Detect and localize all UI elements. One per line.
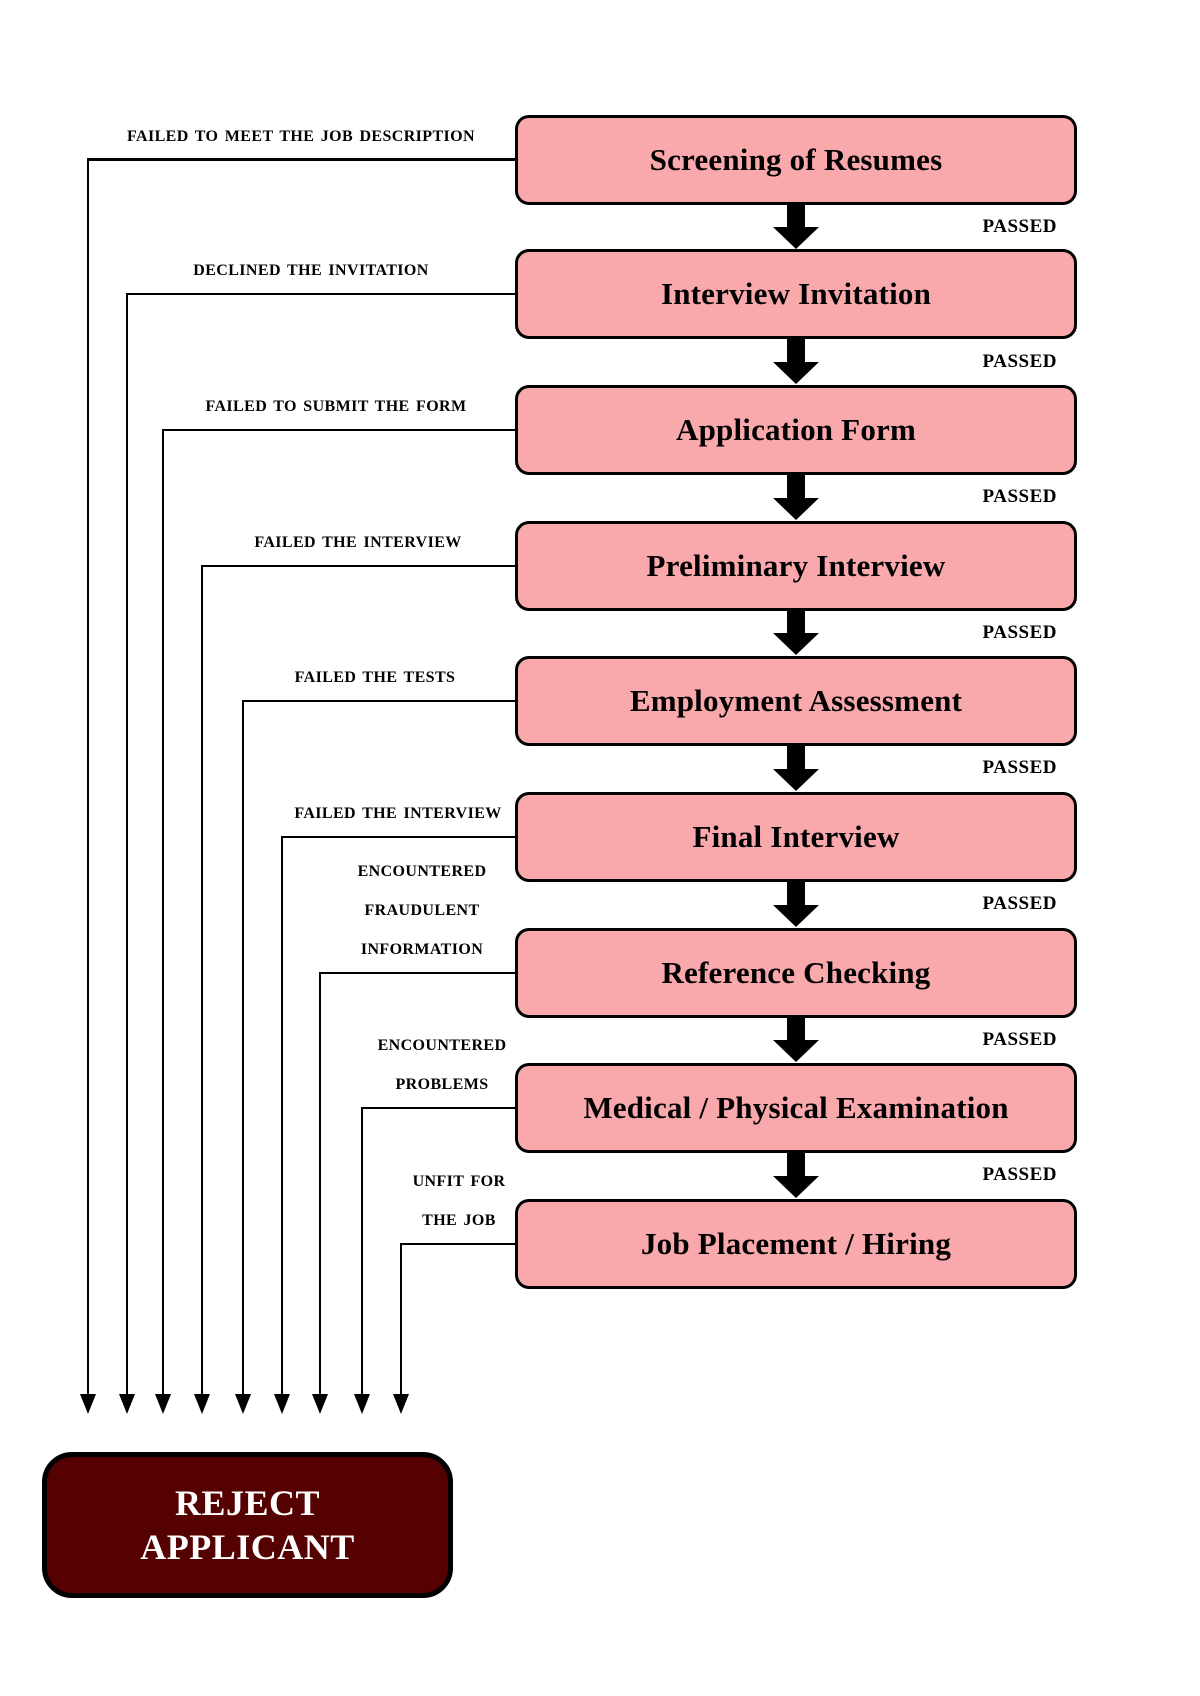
reject-arrowhead-icon — [274, 1394, 290, 1414]
reject-connector-vline — [400, 1243, 402, 1396]
fail-reason-line: ENCOUNTERED — [377, 1037, 507, 1054]
step-final-interview: Final Interview — [515, 792, 1077, 882]
fail-reason-label: FAILED THE TESTS — [185, 658, 565, 697]
reject-connector-vline — [242, 700, 244, 1396]
fail-reason-line: UNFIT FOR — [412, 1173, 506, 1190]
passed-down-arrow-icon — [773, 905, 819, 927]
fail-reason-label: DECLINED THE INVITATION — [121, 251, 501, 290]
fail-reason-line: ENCOUNTERED — [357, 863, 487, 880]
reject-arrowhead-icon — [235, 1394, 251, 1414]
passed-label: PASSED — [982, 1029, 1057, 1050]
fail-reason-line: THE JOB — [422, 1212, 496, 1229]
reject-connector-hline — [127, 293, 515, 295]
fail-reason-line: DECLINED THE INVITATION — [193, 262, 429, 279]
reject-arrowhead-icon — [155, 1394, 171, 1414]
reject-connector-hline — [401, 1243, 515, 1245]
reject-connector-hline — [202, 565, 515, 567]
passed-down-arrow-icon — [787, 746, 805, 770]
reject-line: REJECT — [174, 1483, 321, 1523]
passed-label: PASSED — [982, 351, 1057, 372]
reject-connector-vline — [162, 429, 164, 1396]
reject-arrowhead-icon — [194, 1394, 210, 1414]
step-preliminary-interview: Preliminary Interview — [515, 521, 1077, 611]
fail-reason-label: FAILED THE INTERVIEW — [208, 794, 588, 833]
fail-reason-label: FAILED TO MEET THE JOB DESCRIPTION — [111, 117, 491, 156]
reject-arrowhead-icon — [80, 1394, 96, 1414]
step-medical-examination: Medical / Physical Examination — [515, 1063, 1077, 1153]
reject-arrowhead-icon — [312, 1394, 328, 1414]
step-reference-checking: Reference Checking — [515, 928, 1077, 1018]
passed-down-arrow-icon — [787, 339, 805, 363]
step-job-placement-hiring: Job Placement / Hiring — [515, 1199, 1077, 1289]
reject-connector-hline — [282, 836, 515, 838]
passed-down-arrow-icon — [773, 227, 819, 249]
passed-down-arrow-icon — [787, 1018, 805, 1042]
reject-connector-vline — [201, 565, 203, 1396]
fail-reason-label: FAILED THE INTERVIEW — [168, 523, 548, 562]
reject-connector-hline — [320, 972, 515, 974]
reject-connector-vline — [126, 293, 128, 1396]
passed-down-arrow-icon — [787, 882, 805, 906]
passed-label: PASSED — [982, 1164, 1057, 1185]
fail-reason-label: ENCOUNTERED PROBLEMS — [252, 1026, 632, 1104]
fail-reason-line: FAILED THE INTERVIEW — [254, 534, 462, 551]
step-screening-of-resumes: Screening of Resumes — [515, 115, 1077, 205]
reject-arrowhead-icon — [119, 1394, 135, 1414]
reject-arrowhead-icon — [354, 1394, 370, 1414]
reject-connector-hline — [243, 700, 515, 702]
reject-connector-vline — [87, 158, 89, 1396]
passed-down-arrow-icon — [773, 769, 819, 791]
reject-arrowhead-icon — [393, 1394, 409, 1414]
reject-line: APPLICANT — [140, 1527, 355, 1567]
fail-reason-line: INFORMATION — [360, 941, 484, 958]
passed-label: PASSED — [982, 757, 1057, 778]
passed-label: PASSED — [982, 893, 1057, 914]
passed-down-arrow-icon — [773, 1040, 819, 1062]
fail-reason-line: FAILED THE TESTS — [294, 669, 456, 686]
fail-reason-line: FAILED TO MEET THE JOB DESCRIPTION — [127, 128, 475, 145]
passed-down-arrow-icon — [787, 205, 805, 229]
fail-reason-label: UNFIT FOR THE JOB — [269, 1162, 649, 1240]
reject-applicant-box: REJECT APPLICANT — [42, 1452, 453, 1598]
passed-label: PASSED — [982, 622, 1057, 643]
reject-connector-hline — [163, 429, 515, 431]
passed-down-arrow-icon — [773, 362, 819, 384]
passed-down-arrow-icon — [773, 633, 819, 655]
reject-connector-hline — [362, 1107, 515, 1109]
passed-down-arrow-icon — [787, 475, 805, 499]
passed-label: PASSED — [982, 216, 1057, 237]
fail-reason-line: FRAUDULENT — [364, 902, 480, 919]
fail-reason-line: FAILED TO SUBMIT THE FORM — [205, 398, 467, 415]
passed-down-arrow-icon — [773, 498, 819, 520]
passed-label: PASSED — [982, 486, 1057, 507]
fail-reason-label: ENCOUNTERED FRAUDULENT INFORMATION — [232, 852, 612, 969]
fail-reason-label: FAILED TO SUBMIT THE FORM — [146, 387, 526, 426]
reject-connector-hline — [88, 158, 515, 161]
reject-connector-vline — [319, 972, 321, 1396]
passed-down-arrow-icon — [787, 611, 805, 635]
reject-connector-vline — [361, 1107, 363, 1396]
passed-down-arrow-icon — [787, 1153, 805, 1177]
step-employment-assessment: Employment Assessment — [515, 656, 1077, 746]
fail-reason-line: FAILED THE INTERVIEW — [294, 805, 502, 822]
step-application-form: Application Form — [515, 385, 1077, 475]
step-interview-invitation: Interview Invitation — [515, 249, 1077, 339]
passed-down-arrow-icon — [773, 1176, 819, 1198]
reject-connector-vline — [281, 836, 283, 1396]
fail-reason-line: PROBLEMS — [395, 1076, 489, 1093]
